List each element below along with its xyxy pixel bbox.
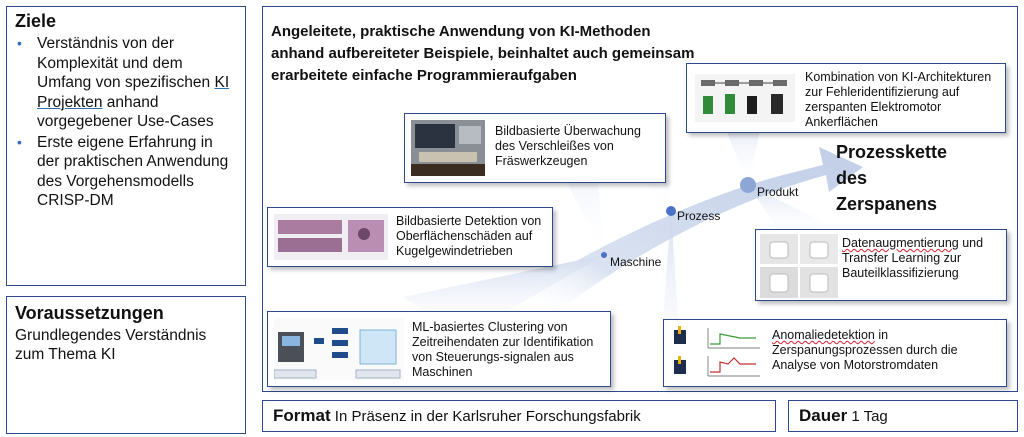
format-panel: Format In Präsenz in der Karlsruher Fors…	[262, 400, 776, 432]
stage-label-produkt: Produkt	[757, 185, 799, 199]
card-verschleiss: Bildbasierte Überwachung des Verschleiße…	[404, 113, 666, 183]
dauer-panel: Dauer 1 Tag	[788, 400, 1018, 432]
card-augmentierung: Datenaugmentierung und Transfer Learning…	[755, 229, 1007, 301]
card-oberflaeche-text: Bildbasierte Detektion von Oberflächensc…	[396, 214, 542, 258]
ziele-item-text: Verständnis von der Komplexität und dem …	[37, 35, 215, 91]
card-verschleiss-text: Bildbasierte Überwachung des Verschleiße…	[495, 124, 641, 168]
card-oberflaeche: Bildbasierte Detektion von Oberflächensc…	[267, 207, 553, 267]
stage-label-maschine: Maschine	[610, 255, 662, 269]
ziele-item: • Verständnis von der Komplexität und de…	[15, 34, 237, 132]
chain-title: Prozesskette des Zerspanens	[836, 139, 947, 217]
dauer-text: 1 Tag	[847, 408, 888, 425]
card-kombination-text: Kombination von KI-Architekturen zur Feh…	[805, 70, 992, 129]
ziele-panel: Ziele • Verständnis von der Komplexität …	[6, 6, 246, 286]
format-label: Format	[273, 406, 331, 425]
motor-current-plots	[670, 324, 764, 382]
main-title: Angeleitete, praktische Anwendung von KI…	[271, 23, 695, 84]
chain-title-line: des	[836, 168, 868, 188]
voraussetzungen-text: Grundlegendes Verständnis zum Thema KI	[15, 327, 207, 363]
augmentierung-keyword: Datenaugmentierung	[842, 236, 959, 250]
chain-title-line: Prozesskette	[836, 142, 948, 162]
clustering-diagram-thumbnail	[274, 318, 404, 380]
card-anomalie: Anomaliedetektion in Zerspanungsprozesse…	[663, 319, 1007, 387]
anomalie-rest: in Zerspanungsprozessen durch die Analys…	[772, 328, 958, 372]
format-text: In Präsenz in der Karlsruher Forschungsf…	[330, 408, 641, 425]
prozess-dot	[666, 206, 676, 216]
card-kombination: Kombination von KI-Architekturen zur Feh…	[686, 63, 1006, 133]
stage-label-prozess: Prozess	[677, 209, 721, 223]
voraussetzungen-title: Voraussetzungen	[15, 303, 164, 323]
ziele-item-text: Erste eigene Erfahrung in der praktische…	[37, 133, 229, 210]
ziele-title: Ziele	[15, 11, 57, 31]
gear-part-images	[760, 234, 838, 298]
card-clustering-text: ML-basiertes Clustering von Zeitreihenda…	[412, 320, 594, 379]
card-anomalie-text: Anomaliedetektion in Zerspanungsprozesse…	[772, 328, 1002, 373]
bullet-icon: •	[17, 133, 22, 150]
bullet-icon: •	[17, 35, 22, 51]
produkt-dot	[740, 177, 756, 193]
card-clustering: ML-basiertes Clustering von Zeitreihenda…	[267, 311, 611, 387]
ziele-list: • Verständnis von der Komplexität und de…	[15, 34, 237, 211]
ki-projekten-link[interactable]: KI Projekten	[37, 74, 230, 111]
dauer-label: Dauer	[799, 406, 848, 425]
chain-title-line: Zerspanens	[836, 194, 938, 214]
anomalie-keyword: Anomaliedetektion	[772, 328, 875, 342]
architecture-diagram-thumbnail	[695, 74, 795, 122]
ball-screw-surface-images	[274, 214, 388, 260]
card-augmentierung-text: Datenaugmentierung und Transfer Learning…	[842, 236, 1004, 281]
ziele-item-text-end: anhand vorgegebener Use-Cases	[37, 93, 214, 131]
ziele-item: • Erste eigene Erfahrung in der praktisc…	[15, 133, 237, 211]
milling-machine-photo	[411, 120, 485, 176]
maschine-dot	[601, 252, 607, 258]
main-panel: Angeleitete, praktische Anwendung von KI…	[262, 6, 1018, 392]
augmentierung-rest: und Transfer Learning zur Bauteilklassif…	[842, 236, 984, 280]
voraussetzungen-panel: Voraussetzungen Grundlegendes Verständni…	[6, 296, 246, 434]
